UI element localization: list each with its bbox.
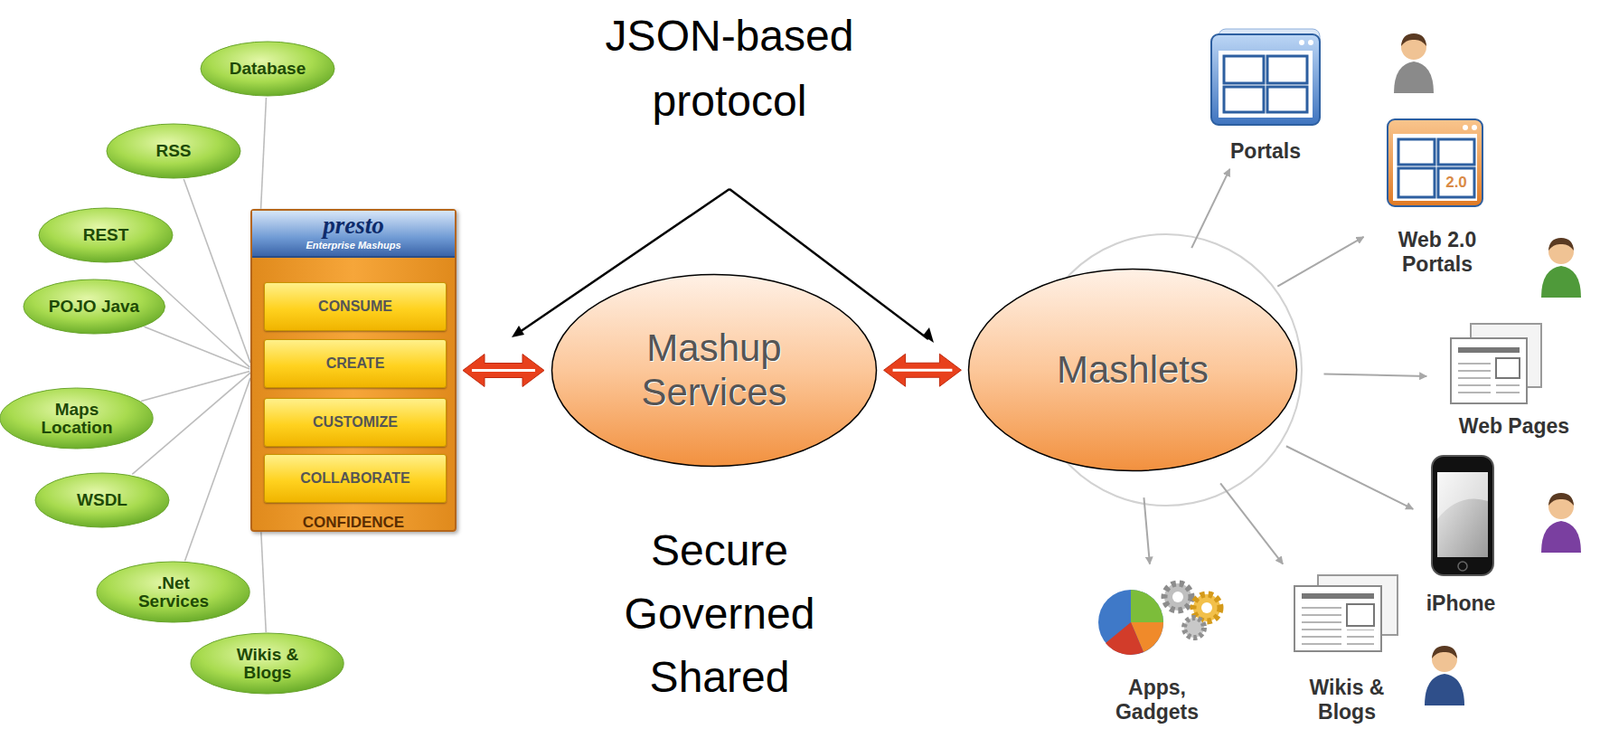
channel-icon: Portals — [1193, 27, 1338, 163]
user-figure — [1541, 492, 1582, 553]
button-label: CREATE — [326, 355, 386, 372]
platform-box: prestoEnterprise MashupsCONFIDENCE CONSUM… — [250, 208, 457, 532]
source-label: Database — [229, 59, 307, 78]
channel-label: Portals — [1230, 139, 1301, 163]
source-link — [261, 531, 266, 632]
source-label: REST — [83, 225, 130, 245]
channel-icon: Web 2.0 Portals — [1369, 112, 1506, 276]
source-oval: POJO Java — [22, 278, 166, 335]
delivery-arrow — [1191, 169, 1230, 248]
source-link — [183, 178, 251, 363]
service-label: Mashup Services — [614, 326, 814, 415]
channel-icon: Apps, Gadgets — [1080, 569, 1234, 724]
service-label: Mashlets — [1056, 348, 1209, 392]
apps-gadgets-icon — [1098, 583, 1221, 655]
channel-icon: iPhone — [1419, 450, 1503, 615]
channel-label: Web Pages — [1458, 414, 1570, 438]
source-label: .Net Services — [123, 574, 224, 611]
oval-shape — [23, 279, 165, 334]
channel-label: Apps, Gadgets — [1107, 675, 1207, 724]
oval-shape — [552, 274, 877, 467]
source-oval: Maps Location — [0, 386, 155, 450]
oval-shape — [200, 41, 335, 96]
user-figure — [1424, 645, 1465, 706]
product-logo: presto — [252, 211, 455, 239]
source-label: WSDL — [76, 490, 128, 509]
source-oval: RSS — [105, 122, 242, 179]
product-tagline: Enterprise Mashups — [252, 238, 455, 252]
source-label: Maps Location — [27, 400, 127, 437]
source-oval: Database — [199, 40, 336, 97]
portal-icon — [1211, 28, 1320, 125]
delivery-arrow — [1277, 236, 1364, 287]
delivery-arrow — [1220, 482, 1283, 564]
capability-button: CREATE — [263, 338, 447, 388]
channel-icon: Web Pages — [1432, 318, 1596, 438]
channel-label: Web 2.0 Portals — [1378, 227, 1497, 276]
web-page-icon — [1450, 323, 1542, 404]
button-label: COLLABORATE — [300, 470, 410, 487]
arrow-highlight — [893, 368, 953, 372]
double-arrow — [884, 353, 962, 386]
leader-arrowhead — [511, 325, 525, 338]
source-label: Wikis & Blogs — [217, 645, 318, 682]
arrow-highlight — [471, 368, 536, 372]
oval-shape — [96, 561, 250, 622]
service-oval: Mashup Services — [550, 272, 878, 468]
oval-shape — [190, 632, 344, 694]
version-badge: 2.0 — [1438, 171, 1475, 194]
double-arrow — [462, 354, 545, 387]
source-label: POJO Java — [48, 297, 140, 316]
source-oval: Wikis & Blogs — [189, 631, 345, 695]
user-figure — [1541, 237, 1582, 298]
oval-shape — [0, 387, 153, 449]
oval-shape — [106, 123, 241, 179]
web20-portal-icon — [1387, 119, 1483, 207]
wiki-blog-icon — [1294, 574, 1398, 651]
button-label: CONSUME — [318, 298, 393, 315]
delivery-arrow — [1323, 374, 1427, 377]
oval-shape — [969, 269, 1298, 471]
source-link — [141, 371, 250, 402]
service-oval: Mashlets — [967, 267, 1299, 472]
source-link — [144, 326, 251, 369]
source-oval: WSDL — [34, 471, 170, 528]
delivery-arrow — [1286, 445, 1413, 509]
source-link — [261, 97, 267, 209]
source-link — [184, 377, 251, 561]
iphone-icon — [1431, 455, 1494, 575]
button-label: CUSTOMIZE — [312, 414, 398, 431]
delivery-arrow — [1143, 497, 1149, 565]
channel-label: iPhone — [1426, 591, 1497, 615]
oval-shape — [35, 472, 170, 528]
user-figure — [1393, 33, 1434, 94]
protocol-note: JSON-based protocol — [575, 3, 884, 134]
source-oval: REST — [37, 207, 174, 264]
source-oval: .Net Services — [95, 560, 251, 623]
leader-arrowhead — [922, 327, 934, 343]
capability-button: CONSUME — [263, 282, 447, 331]
capability-button: COLLABORATE — [263, 453, 447, 503]
source-label: RSS — [155, 141, 191, 160]
channel-label: Wikis & Blogs — [1292, 675, 1402, 724]
channel-icon: Wikis & Blogs — [1283, 569, 1411, 724]
capability-button: CUSTOMIZE — [263, 397, 447, 447]
qualities-note: Secure Governed Shared — [592, 518, 847, 709]
oval-shape — [38, 207, 173, 263]
footer-label: CONFIDENCE — [252, 513, 455, 532]
